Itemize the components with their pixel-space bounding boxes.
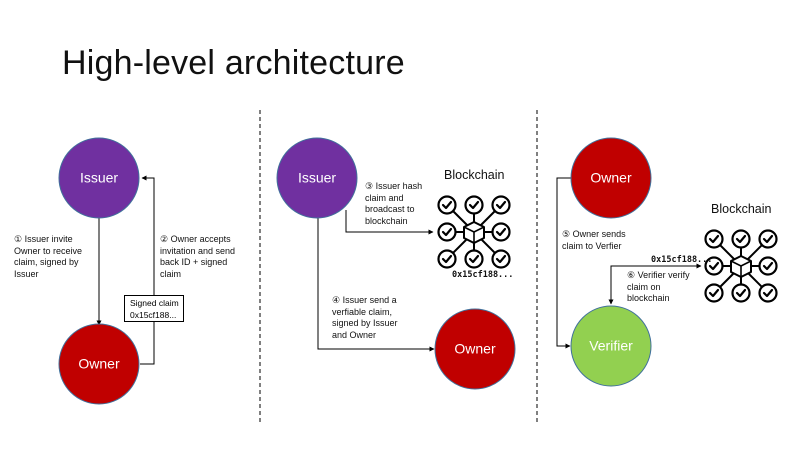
panel-2: Issuer Owner — [276, 137, 516, 390]
owner-node-label: Owner — [454, 341, 496, 357]
verifier-node[interactable] — [570, 305, 652, 387]
issuer-node-label: Issuer — [298, 170, 336, 186]
arrow-owner-to-issuer — [140, 175, 155, 365]
cube-icon — [730, 255, 752, 278]
blockchain-icon — [704, 229, 778, 303]
blockchain-title: Blockchain — [711, 202, 772, 216]
panel-3: Owner Verifier — [556, 137, 778, 387]
owner-node[interactable] — [434, 308, 516, 390]
blockchain-title: Blockchain — [444, 168, 505, 182]
blockchain-icon — [437, 195, 511, 269]
step-2-note: ② Owner accepts invitation and send back… — [160, 234, 236, 279]
step-1-note: ① Issuer invite Owner to receive claim, … — [14, 234, 83, 279]
panel-1: Issuer Owner — [58, 137, 155, 405]
slide-title: High-level architecture — [62, 44, 405, 82]
owner-node-label: Owner — [590, 170, 632, 186]
blockchain-hash: 0x15cf188... — [452, 270, 514, 280]
issuer-node[interactable] — [58, 137, 140, 219]
verifier-node-label: Verifier — [589, 338, 633, 354]
signed-claim-label: Signed claim — [130, 298, 179, 308]
step-3-note: ③ Issuer hash claim and broadcast to blo… — [365, 181, 423, 226]
step-5-note: ⑤ Owner sends claim to Verfier — [562, 229, 626, 251]
cube-icon — [463, 221, 485, 244]
arrow-verifier-blockchain — [608, 263, 702, 305]
arrow-owner-to-verifier — [556, 177, 572, 349]
step-4-note: ④ Issuer send a verfiable claim, signed … — [332, 295, 398, 340]
signed-claim-box: Signed claim 0x15cf188... — [124, 295, 184, 322]
issuer-node[interactable] — [276, 137, 358, 219]
owner-node[interactable] — [570, 137, 652, 219]
blockchain-hash: 0x15cf188... — [651, 255, 713, 265]
issuer-node-label: Issuer — [80, 170, 118, 186]
signed-claim-hash: 0x15cf188... — [130, 310, 177, 320]
owner-node[interactable] — [58, 323, 140, 405]
owner-node-label: Owner — [78, 356, 120, 372]
arrow-issuer-to-blockchain — [345, 210, 434, 235]
step-6-note: ⑥ Verifier verify claim on blockchain — [627, 270, 690, 303]
arrow-issuer-to-owner — [317, 215, 435, 352]
